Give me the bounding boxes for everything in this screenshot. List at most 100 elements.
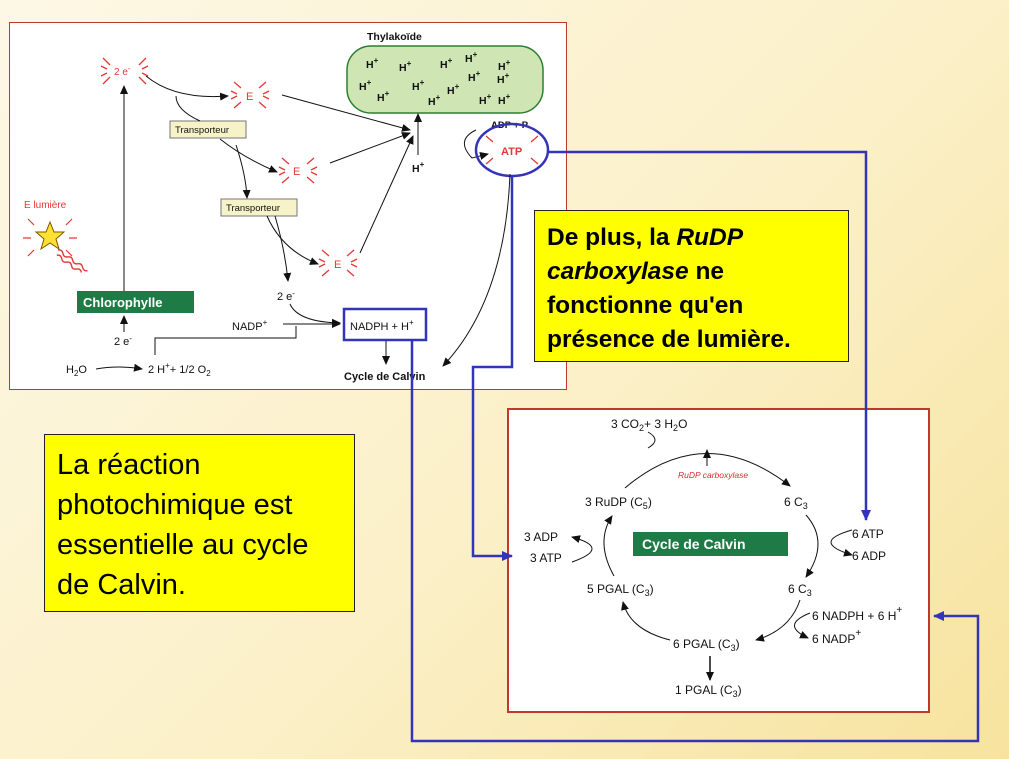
rudp-note-text1: De plus, la bbox=[547, 224, 677, 251]
thylakoid-membrane bbox=[346, 45, 544, 114]
arrow-water-to-nadp bbox=[154, 326, 297, 355]
nadp-out-label: 6 NADP+ bbox=[812, 628, 861, 646]
proton-3: H+ bbox=[440, 56, 453, 71]
electrons-bottom-label: 2 e- bbox=[277, 289, 295, 303]
c3-top-label: 6 C3 bbox=[784, 495, 808, 511]
light-energy-label: E lumière bbox=[24, 200, 67, 211]
water-products-label: 2 H++ 1/2 O2 bbox=[148, 361, 211, 378]
proton-5: H+ bbox=[498, 58, 511, 73]
co2-water-label: 3 CO2+ 3 H2O bbox=[611, 417, 687, 433]
arrow-atp-to-calvin bbox=[442, 173, 511, 367]
cycle-arc-top bbox=[624, 453, 791, 489]
adp3-label: 3 ADP bbox=[524, 530, 558, 544]
adp-out-label: 6 ADP bbox=[852, 549, 886, 563]
arrow-2e-to-nadph bbox=[289, 303, 341, 327]
atp-in-label: 6 ATP bbox=[852, 527, 884, 541]
proton-low: H+ bbox=[412, 160, 425, 175]
calvin-cycle-panel bbox=[507, 408, 930, 713]
electrons-water-label: 2 e- bbox=[114, 334, 132, 348]
arrow-e2-to-membrane bbox=[329, 132, 411, 164]
proton-14: H+ bbox=[498, 92, 511, 107]
nadph-in-label: 6 NADPH + 6 H+ bbox=[812, 605, 902, 623]
calvin-cycle-label-top: Cycle de Calvin bbox=[344, 371, 426, 383]
transporter-box-2 bbox=[220, 198, 298, 217]
arrow-e1-to-membrane bbox=[281, 94, 411, 132]
proton-9: H+ bbox=[497, 71, 510, 86]
transporter-label-1: Transporteur bbox=[175, 125, 229, 136]
arrow-transporter1-to-e2 bbox=[219, 138, 278, 173]
arrow-e3-to-membrane bbox=[359, 135, 414, 254]
arrow-electron-to-e1 bbox=[145, 75, 229, 101]
water-label: H2O bbox=[66, 364, 87, 378]
electrons-top-label: 2 e- bbox=[114, 64, 131, 78]
cycle-arc-bottom-right bbox=[755, 599, 801, 642]
arrow-water-split bbox=[95, 363, 143, 372]
rudp-note-line2: carboxylase ne bbox=[547, 255, 836, 289]
proton-1: H+ bbox=[366, 56, 379, 71]
atp3-label: 3 ATP bbox=[530, 551, 562, 565]
energy-e-2: E bbox=[293, 166, 300, 178]
light-wave bbox=[56, 249, 88, 273]
proton-8: H+ bbox=[468, 69, 481, 84]
arrow-to-atp bbox=[464, 129, 489, 160]
light-rays bbox=[23, 218, 77, 257]
adp-p-label: ADP + P bbox=[491, 120, 529, 131]
arrow-to-transporter2 bbox=[235, 144, 251, 199]
arrow-to-2e-bottom bbox=[274, 215, 292, 282]
sun-star-icon bbox=[34, 220, 66, 251]
arrow-atp-adp-left bbox=[571, 535, 593, 563]
proton-2: H+ bbox=[399, 59, 412, 74]
connector-atp-to-3atp bbox=[471, 176, 514, 561]
rudp-note-italic1: RuDP bbox=[676, 224, 744, 251]
proton-group: H+ H+ H+ H+ H+ H+ H+ H+ H+ H+ H+ H+ H+ H… bbox=[359, 50, 511, 108]
pgal6-label: 6 PGAL (C3) bbox=[673, 637, 740, 653]
rudp-note-italic2: carboxylase bbox=[547, 258, 689, 285]
energy-spark-2e bbox=[100, 57, 149, 85]
calvin-cycle-center-label: Cycle de Calvin bbox=[642, 536, 746, 552]
transporter-box-1 bbox=[169, 120, 247, 139]
proton-4: H+ bbox=[465, 50, 478, 65]
thylakoid-label: Thylakoïde bbox=[367, 31, 422, 43]
rudp-note-line1: De plus, la RuDP bbox=[547, 221, 836, 255]
rudp-note-line4: présence de lumière. bbox=[547, 326, 791, 353]
energy-spark-2 bbox=[278, 157, 318, 184]
arrow-atp-adp-right bbox=[830, 529, 853, 557]
nadp-label: NADP+ bbox=[232, 318, 268, 333]
cycle-arc-bottom-left bbox=[621, 601, 671, 641]
energy-e-1: E bbox=[246, 91, 253, 103]
atp-spark bbox=[485, 135, 539, 165]
cycle-arc-right bbox=[805, 514, 819, 578]
rudp-note-text2: ne bbox=[688, 258, 725, 285]
energy-spark-3 bbox=[318, 249, 358, 277]
atp-label: ATP bbox=[501, 146, 522, 158]
proton-7: H+ bbox=[412, 78, 425, 93]
rudp-label: 3 RuDP (C5) bbox=[585, 495, 652, 511]
proton-6: H+ bbox=[359, 78, 372, 93]
transporter-label-2: Transporteur bbox=[226, 203, 280, 214]
connector-atp-to-calvin bbox=[548, 150, 871, 521]
proton-13: H+ bbox=[479, 92, 492, 107]
arrow-co2-in bbox=[647, 431, 656, 449]
connector-nadph-to-calvin bbox=[410, 341, 980, 743]
rudp-note-line3: fonctionne qu'en bbox=[547, 292, 744, 319]
proton-12: H+ bbox=[428, 93, 441, 108]
calvin-cycle-center-box bbox=[633, 532, 788, 556]
rudp-note: De plus, la RuDP carboxylase ne fonction… bbox=[534, 210, 849, 362]
arrow-nadph-nadp bbox=[794, 612, 811, 639]
pgal5-label: 5 PGAL (C3) bbox=[587, 582, 654, 598]
energy-e-3: E bbox=[334, 259, 341, 271]
cycle-arc-left bbox=[603, 515, 615, 577]
chlorophyll-label: Chlorophylle bbox=[83, 295, 162, 310]
proton-10: H+ bbox=[447, 82, 460, 97]
photochemical-note: La réaction photochimique est essentiell… bbox=[44, 434, 355, 612]
proton-11: H+ bbox=[377, 89, 390, 104]
nadph-highlight-box bbox=[342, 307, 428, 342]
energy-spark-1 bbox=[230, 81, 270, 109]
arrow-transporter2-to-e3 bbox=[266, 215, 319, 265]
arrow-to-transporter1 bbox=[175, 95, 201, 122]
nadph-label: NADPH + H+ bbox=[350, 318, 414, 333]
chlorophyll-box bbox=[77, 291, 194, 313]
c3-mid-label: 6 C3 bbox=[788, 582, 812, 598]
pgal1-label: 1 PGAL (C3) bbox=[675, 683, 742, 699]
